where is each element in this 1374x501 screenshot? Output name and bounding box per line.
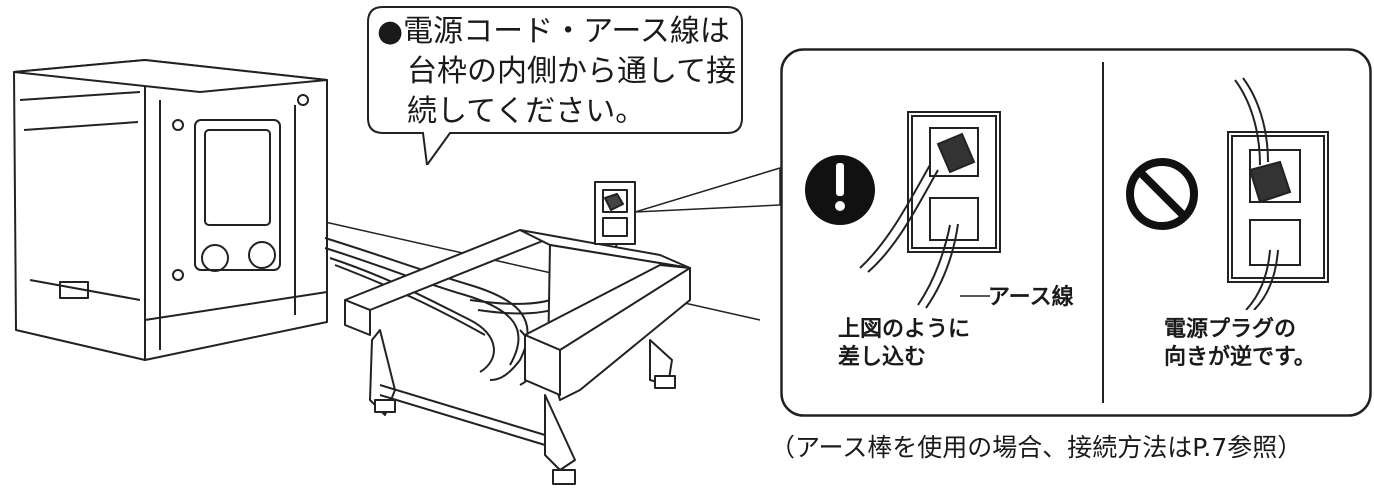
correct-caption-line-1: 上図のように [838,317,971,342]
prohibition-icon [1126,158,1198,230]
wrong-caption-line-1: 電源プラグの [1164,317,1297,342]
footer-note: （アース棒を使用の場合、接続方法はP.7参照） [770,433,1303,462]
dishwasher-unit [13,59,328,361]
wall-outlet-small [594,181,636,245]
correct-plug-illustration [805,111,1001,309]
correct-caption-line-2: 差し込む [838,345,927,370]
wrong-caption-line-2: 向きが逆です。 [1164,345,1316,370]
callout-line-1: ●電源コード・アース線は [377,14,730,49]
wrong-plug-illustration [1126,77,1329,310]
stand-frame [344,229,691,485]
wrong-caption: 電源プラグの 向きが逆です。 [1164,316,1316,372]
callout-line-2: 台枠の内側から通して接 [407,54,737,89]
callout-bubble [367,6,743,165]
correct-caption: 上図のように 差し込む [838,316,970,372]
callout-line-3: 続してください。 [407,94,646,129]
earth-wire-label: アース線 [988,285,1074,310]
callout-text: ●電源コード・アース線は 台枠の内側から通して接 続してください。 [377,12,737,132]
